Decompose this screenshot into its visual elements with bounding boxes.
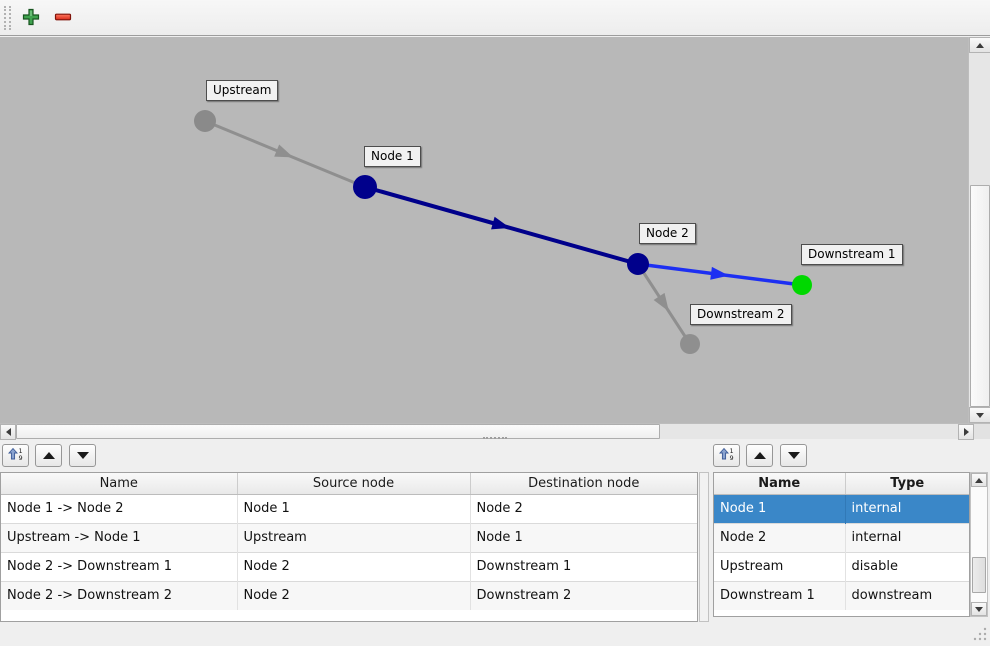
- graph-node[interactable]: [627, 253, 649, 275]
- down-arrow-icon: [976, 412, 984, 418]
- column-header[interactable]: Type: [845, 473, 969, 495]
- table-cell[interactable]: Downstream 1: [470, 551, 697, 581]
- table-cell[interactable]: disable: [845, 551, 969, 581]
- table-cell[interactable]: Downstream 2: [470, 580, 697, 610]
- edge-arrow-icon: [274, 144, 294, 158]
- canvas-horizontal-scrollbar[interactable]: [0, 423, 974, 440]
- scroll-down-button[interactable]: [971, 602, 987, 616]
- scroll-left-button[interactable]: [0, 424, 16, 440]
- table-cell[interactable]: Node 1: [237, 494, 471, 523]
- table-cell[interactable]: Node 2 -> Downstream 2: [1, 580, 238, 610]
- nodes-move-up-button[interactable]: [746, 444, 773, 467]
- canvas-vertical-scrollbar[interactable]: [968, 37, 990, 423]
- edges-move-down-button[interactable]: [69, 444, 96, 467]
- scroll-right-button[interactable]: [958, 424, 974, 440]
- up-arrow-icon: [975, 477, 983, 483]
- right-arrow-icon: [963, 428, 969, 436]
- table-cell[interactable]: Node 2: [237, 580, 471, 610]
- svg-text:1: 1: [729, 447, 733, 455]
- up-triangle-icon: [753, 452, 766, 459]
- table-cell[interactable]: Upstream: [714, 551, 846, 581]
- node-label[interactable]: Node 1: [364, 146, 421, 167]
- table-cell[interactable]: Node 1: [714, 494, 846, 523]
- column-header[interactable]: Source node: [237, 473, 471, 495]
- node-label[interactable]: Node 2: [639, 223, 696, 244]
- down-triangle-icon: [787, 452, 800, 459]
- sort-ascending-icon: 1 9: [7, 446, 24, 465]
- green-plus-icon: [22, 8, 40, 29]
- graph-node[interactable]: [353, 175, 377, 199]
- edge-arrow-icon: [653, 292, 669, 312]
- red-minus-icon: [54, 8, 72, 29]
- nodes-scrollbar-thumb[interactable]: [972, 557, 986, 593]
- graph-node[interactable]: [194, 110, 216, 132]
- edges-table-scrollbar[interactable]: [699, 472, 709, 622]
- table-cell[interactable]: Node 2: [714, 522, 846, 552]
- graph-node[interactable]: [680, 334, 700, 354]
- column-header[interactable]: Destination node: [470, 473, 697, 495]
- nodes-move-down-button[interactable]: [780, 444, 807, 467]
- add-button[interactable]: [18, 5, 44, 31]
- svg-text:1: 1: [18, 447, 22, 455]
- down-arrow-icon: [975, 606, 983, 612]
- table-cell[interactable]: Node 2: [237, 551, 471, 581]
- edge-arrow-icon: [710, 266, 729, 280]
- table-cell[interactable]: Upstream: [237, 522, 471, 552]
- scroll-up-button[interactable]: [969, 37, 990, 53]
- table-cell[interactable]: Upstream -> Node 1: [1, 522, 238, 552]
- table-cell[interactable]: downstream: [845, 580, 969, 610]
- up-triangle-icon: [42, 452, 55, 459]
- remove-button[interactable]: [50, 5, 76, 31]
- table-cell[interactable]: Node 2 -> Downstream 1: [1, 551, 238, 581]
- nodes-sort-button[interactable]: 1 9: [713, 444, 740, 467]
- window-resize-grip[interactable]: [970, 624, 988, 642]
- table-cell[interactable]: Node 1: [470, 522, 697, 552]
- svg-text:9: 9: [729, 454, 733, 462]
- edge-arrow-icon: [491, 216, 511, 230]
- edges-move-up-button[interactable]: [35, 444, 62, 467]
- scrollbar-corner: [974, 423, 990, 439]
- left-arrow-icon: [5, 428, 11, 436]
- down-triangle-icon: [76, 452, 89, 459]
- table-cell[interactable]: Node 1 -> Node 2: [1, 494, 238, 523]
- nodes-table-scrollbar[interactable]: [970, 472, 988, 617]
- node-label[interactable]: Upstream: [206, 80, 279, 101]
- column-header[interactable]: Name: [714, 473, 846, 495]
- graph-node[interactable]: [792, 275, 812, 295]
- up-arrow-icon: [976, 42, 984, 48]
- node-label[interactable]: Downstream 2: [690, 304, 792, 325]
- sort-ascending-icon: 1 9: [718, 446, 735, 465]
- node-label[interactable]: Downstream 1: [801, 244, 903, 265]
- toolbar-drag-handle[interactable]: [4, 6, 11, 30]
- table-cell[interactable]: internal: [845, 494, 969, 523]
- table-cell[interactable]: Downstream 1: [714, 580, 846, 610]
- table-cell[interactable]: internal: [845, 522, 969, 552]
- scroll-up-button[interactable]: [971, 473, 987, 487]
- horizontal-scrollbar-thumb[interactable]: [16, 424, 660, 439]
- edges-sort-button[interactable]: 1 9: [2, 444, 29, 467]
- svg-text:9: 9: [18, 454, 22, 462]
- main-toolbar: [0, 0, 990, 36]
- column-header[interactable]: Name: [1, 473, 238, 495]
- scroll-down-button[interactable]: [969, 407, 990, 423]
- table-cell[interactable]: Node 2: [470, 494, 697, 523]
- graph-svg: [194, 110, 812, 354]
- vertical-scrollbar-thumb[interactable]: [970, 185, 990, 407]
- horizontal-splitter-handle[interactable]: [483, 437, 507, 440]
